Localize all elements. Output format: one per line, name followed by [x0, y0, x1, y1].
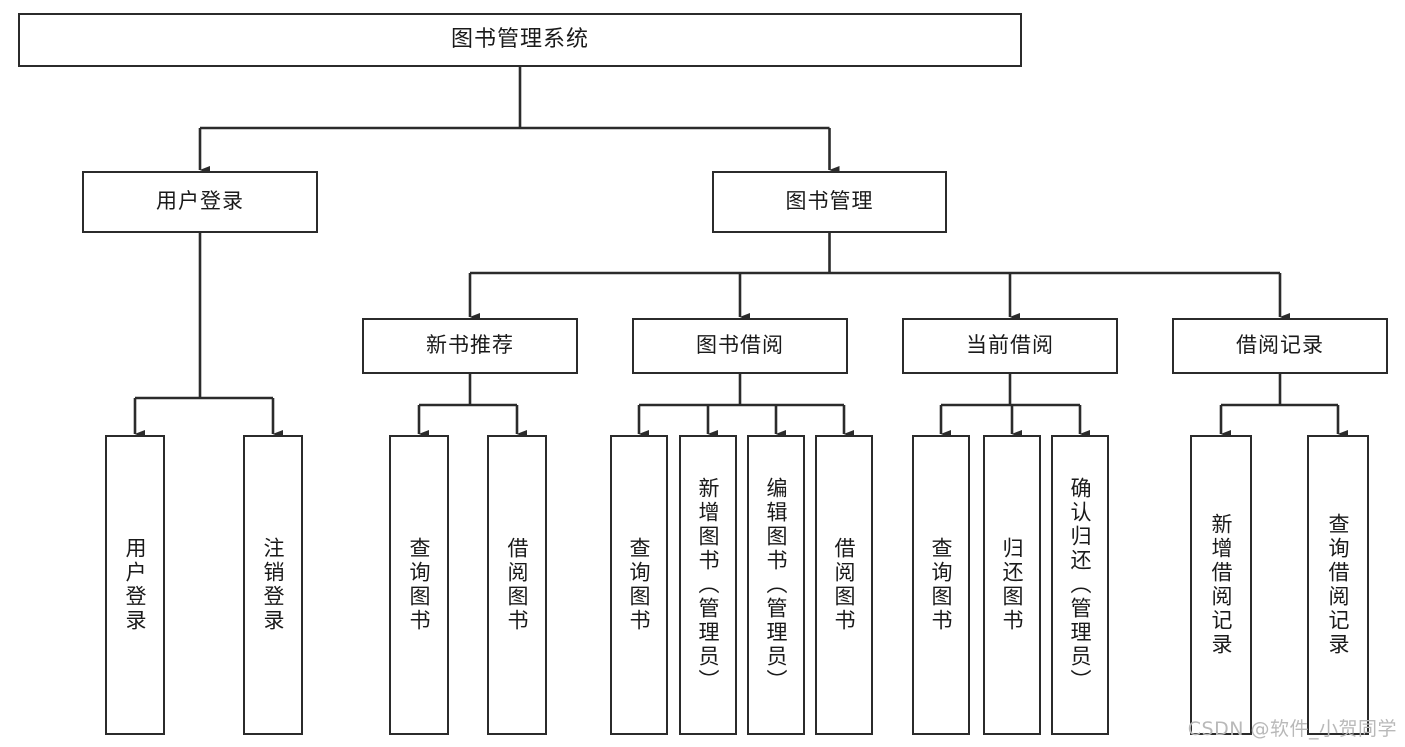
node-leaf-borrow-book-1: 借阅图书	[487, 435, 547, 735]
node-label: 用户登录	[156, 189, 244, 214]
node-leaf-add-record: 新增借阅记录	[1190, 435, 1252, 735]
node-leaf-return-book: 归还图书	[983, 435, 1041, 735]
node-label: 确认归还（管理员）	[1068, 477, 1093, 693]
node-label: 新书推荐	[426, 333, 514, 358]
node-label: 查询图书	[929, 537, 954, 633]
node-label: 用户登录	[123, 537, 148, 633]
node-label: 新增借阅记录	[1209, 513, 1234, 657]
node-leaf-logout: 注销登录	[243, 435, 303, 735]
node-leaf-query-book-2: 查询图书	[610, 435, 668, 735]
node-label: 归还图书	[1000, 537, 1025, 633]
node-label: 编辑图书（管理员）	[764, 477, 789, 693]
node-label: 查询图书	[627, 537, 652, 633]
node-leaf-user-login: 用户登录	[105, 435, 165, 735]
node-book-manage: 图书管理	[712, 171, 947, 233]
node-new-book-rec: 新书推荐	[362, 318, 578, 374]
node-current-borrow: 当前借阅	[902, 318, 1118, 374]
node-user-login: 用户登录	[82, 171, 318, 233]
node-leaf-confirm-return: 确认归还（管理员）	[1051, 435, 1109, 735]
node-leaf-query-record: 查询借阅记录	[1307, 435, 1369, 735]
node-label: 查询借阅记录	[1326, 513, 1351, 657]
node-leaf-borrow-book-2: 借阅图书	[815, 435, 873, 735]
node-leaf-query-book-3: 查询图书	[912, 435, 970, 735]
node-book-borrow: 图书借阅	[632, 318, 848, 374]
node-label: 借阅图书	[505, 537, 530, 633]
node-label: 查询图书	[407, 537, 432, 633]
node-label: 当前借阅	[966, 333, 1054, 358]
node-label: 图书借阅	[696, 333, 784, 358]
node-leaf-add-book: 新增图书（管理员）	[679, 435, 737, 735]
node-label: 新增图书（管理员）	[696, 477, 721, 693]
node-label: 注销登录	[261, 537, 286, 633]
node-label: 图书管理系统	[450, 26, 589, 52]
tree-connectors	[133, 67, 1349, 439]
node-borrow-record: 借阅记录	[1172, 318, 1388, 374]
node-leaf-query-book-1: 查询图书	[389, 435, 449, 735]
node-label: 图书管理	[785, 189, 874, 214]
node-root: 图书管理系统	[18, 13, 1022, 67]
node-leaf-edit-book: 编辑图书（管理员）	[747, 435, 805, 735]
node-label: 借阅图书	[832, 537, 857, 633]
node-label: 借阅记录	[1236, 333, 1324, 358]
